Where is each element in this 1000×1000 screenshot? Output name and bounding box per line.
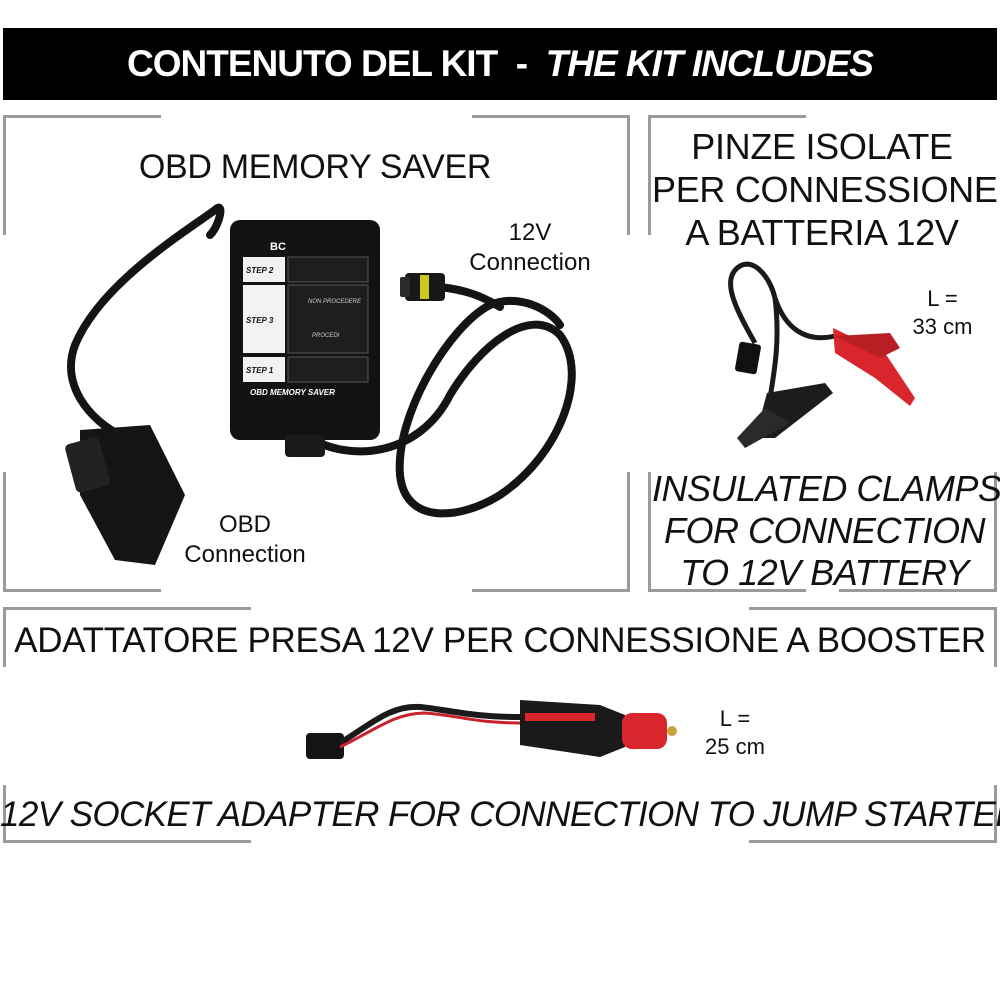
- device-step3-panel: [287, 284, 369, 354]
- frame-line: [3, 115, 6, 235]
- obd-plug-face: [65, 437, 110, 493]
- header-banner: CONTENUTO DEL KIT - THE KIT INCLUDES: [3, 28, 997, 100]
- red-clamp-jaw: [835, 333, 900, 358]
- clamps-title-en-line2: FOR CONNECTION: [664, 510, 986, 551]
- red-clamp: [833, 328, 915, 406]
- clamps-title-en-line1: INSULATED CLAMPS: [652, 468, 1000, 509]
- clamps-cable-black: [767, 297, 780, 399]
- adapter-small-connector: [306, 733, 344, 759]
- frame-line: [472, 115, 630, 118]
- device-step3: STEP 3: [246, 316, 274, 325]
- device-name: OBD MEMORY SAVER: [250, 388, 335, 397]
- obd-panel-title: OBD MEMORY SAVER: [138, 148, 492, 186]
- frame-line: [839, 589, 997, 592]
- connector-obd-line2: Connection: [184, 541, 306, 568]
- connector-12v-line1: 12V: [508, 219, 552, 246]
- device-procedi: PROCEDI: [312, 333, 340, 339]
- obd-cable-loop: [206, 203, 225, 239]
- connector-12v-seal: [420, 275, 429, 299]
- frame-line: [648, 589, 806, 592]
- clamps-length-line2: 33 cm: [912, 314, 973, 339]
- frame-line: [3, 589, 161, 592]
- frame-line: [749, 840, 997, 843]
- adapter-cable-red: [339, 711, 521, 749]
- device-step2-label-bg: [243, 257, 285, 282]
- clamps-title-en: INSULATED CLAMPS FOR CONNECTION TO 12V B…: [652, 468, 1000, 594]
- device-non-procedere: NON PROCEDERE: [308, 299, 362, 305]
- device-step1-label-bg: [243, 357, 285, 382]
- clamps-title-it-line2: PER CONNESSIONE: [652, 169, 998, 210]
- header-title-en: THE KIT INCLUDES: [545, 43, 874, 84]
- frame-line: [648, 115, 806, 118]
- adapter-title-it: ADATTATORE PRESA 12V PER CONNESSIONE A B…: [14, 621, 986, 660]
- device-brand: BC: [270, 241, 286, 253]
- adapter-length: L = 25 cm: [690, 705, 780, 761]
- connector-12v-label: 12V Connection: [450, 218, 610, 278]
- frame-line: [3, 607, 6, 667]
- frame-line: [994, 607, 997, 667]
- adapter-length-line2: 25 cm: [705, 734, 765, 759]
- device-step3-label-bg: [243, 285, 285, 353]
- frame-line: [472, 589, 630, 592]
- connector-12v-line2: Connection: [469, 249, 591, 276]
- device-cable-gland: [285, 435, 325, 457]
- frame-line: [3, 472, 6, 592]
- adapter-title-en: 12V SOCKET ADAPTER FOR CONNECTION TO JUM…: [0, 795, 1000, 834]
- adapter-plug-contact: [667, 726, 677, 736]
- header-title-it: CONTENUTO DEL KIT: [127, 43, 498, 84]
- frame-line: [3, 607, 251, 610]
- adapter-plug-stripe: [525, 713, 595, 721]
- adapter-plug-body: [520, 700, 625, 757]
- black-clamp-jaw: [737, 408, 790, 448]
- obd-plug: [80, 425, 185, 565]
- frame-line: [3, 115, 161, 118]
- clamps-length: L = 33 cm: [895, 285, 990, 341]
- connector-12v-tip: [400, 277, 410, 297]
- adapter-plug-tip: [622, 713, 667, 749]
- frame-line: [749, 607, 997, 610]
- frame-line: [994, 472, 997, 592]
- frame-line: [3, 785, 6, 843]
- clamps-connector: [735, 341, 761, 375]
- obd-cable: [67, 206, 219, 439]
- clamps-title-it-line3: A BATTERIA 12V: [685, 212, 959, 253]
- obd-memory-saver-illustration: BC STEP 2 STEP 3 NON PROCEDERE PROCEDI S…: [65, 203, 576, 565]
- socket-adapter-illustration: [306, 700, 677, 759]
- adapter-cable: [338, 703, 521, 746]
- header-separator: -: [497, 43, 546, 84]
- output-cable-to-connector: [436, 283, 504, 311]
- clamps-length-line1: L =: [927, 286, 958, 311]
- clamps-title-it: PINZE ISOLATE PER CONNESSIONE A BATTERIA…: [652, 125, 998, 254]
- device-step1: STEP 1: [246, 366, 274, 375]
- frame-line: [627, 115, 630, 235]
- connector-obd-label: OBD Connection: [165, 510, 325, 570]
- frame-line: [3, 840, 251, 843]
- output-cable: [301, 297, 576, 518]
- device-step2: STEP 2: [246, 266, 274, 275]
- clamps-cable: [728, 261, 836, 345]
- frame-line: [627, 472, 630, 592]
- battery-clamps-illustration: [728, 261, 915, 448]
- frame-line: [994, 785, 997, 843]
- clamps-title-it-line1: PINZE ISOLATE: [691, 126, 953, 167]
- frame-line: [648, 472, 651, 592]
- device-step2-button: [287, 256, 369, 283]
- connector-obd-line1: OBD: [218, 511, 271, 538]
- frame-line: [648, 115, 651, 235]
- device-step1-button: [287, 356, 369, 383]
- clamps-title-en-line3: TO 12V BATTERY: [680, 552, 969, 593]
- adapter-length-line1: L =: [719, 706, 751, 731]
